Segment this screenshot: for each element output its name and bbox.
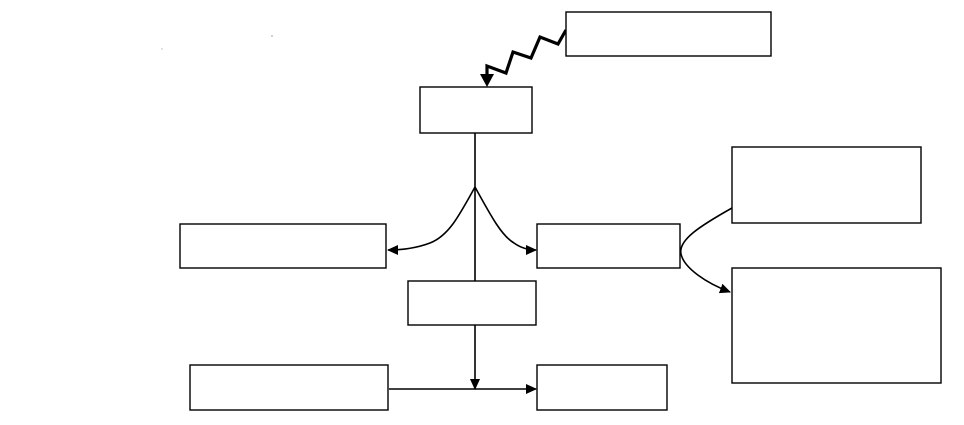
- right-s-curve-arrow: [680, 207, 733, 294]
- bottom-left-box: [189, 364, 389, 411]
- right-branch-arrow: [474, 186, 537, 255]
- center-right-box: [536, 223, 681, 269]
- right-lower-box: [731, 267, 942, 384]
- right-upper-box: [731, 146, 922, 224]
- left-branch-arrow: [387, 186, 476, 255]
- speck-mark: [161, 48, 163, 50]
- top-right-box: [565, 11, 772, 57]
- center-box: [407, 280, 537, 326]
- zigzag-arrowhead: [480, 74, 494, 87]
- speck-mark: [271, 35, 273, 37]
- bottom-right-box: [536, 364, 668, 411]
- left-box: [179, 223, 387, 269]
- top-center-box: [419, 86, 533, 134]
- zigzag-connector: [485, 29, 568, 76]
